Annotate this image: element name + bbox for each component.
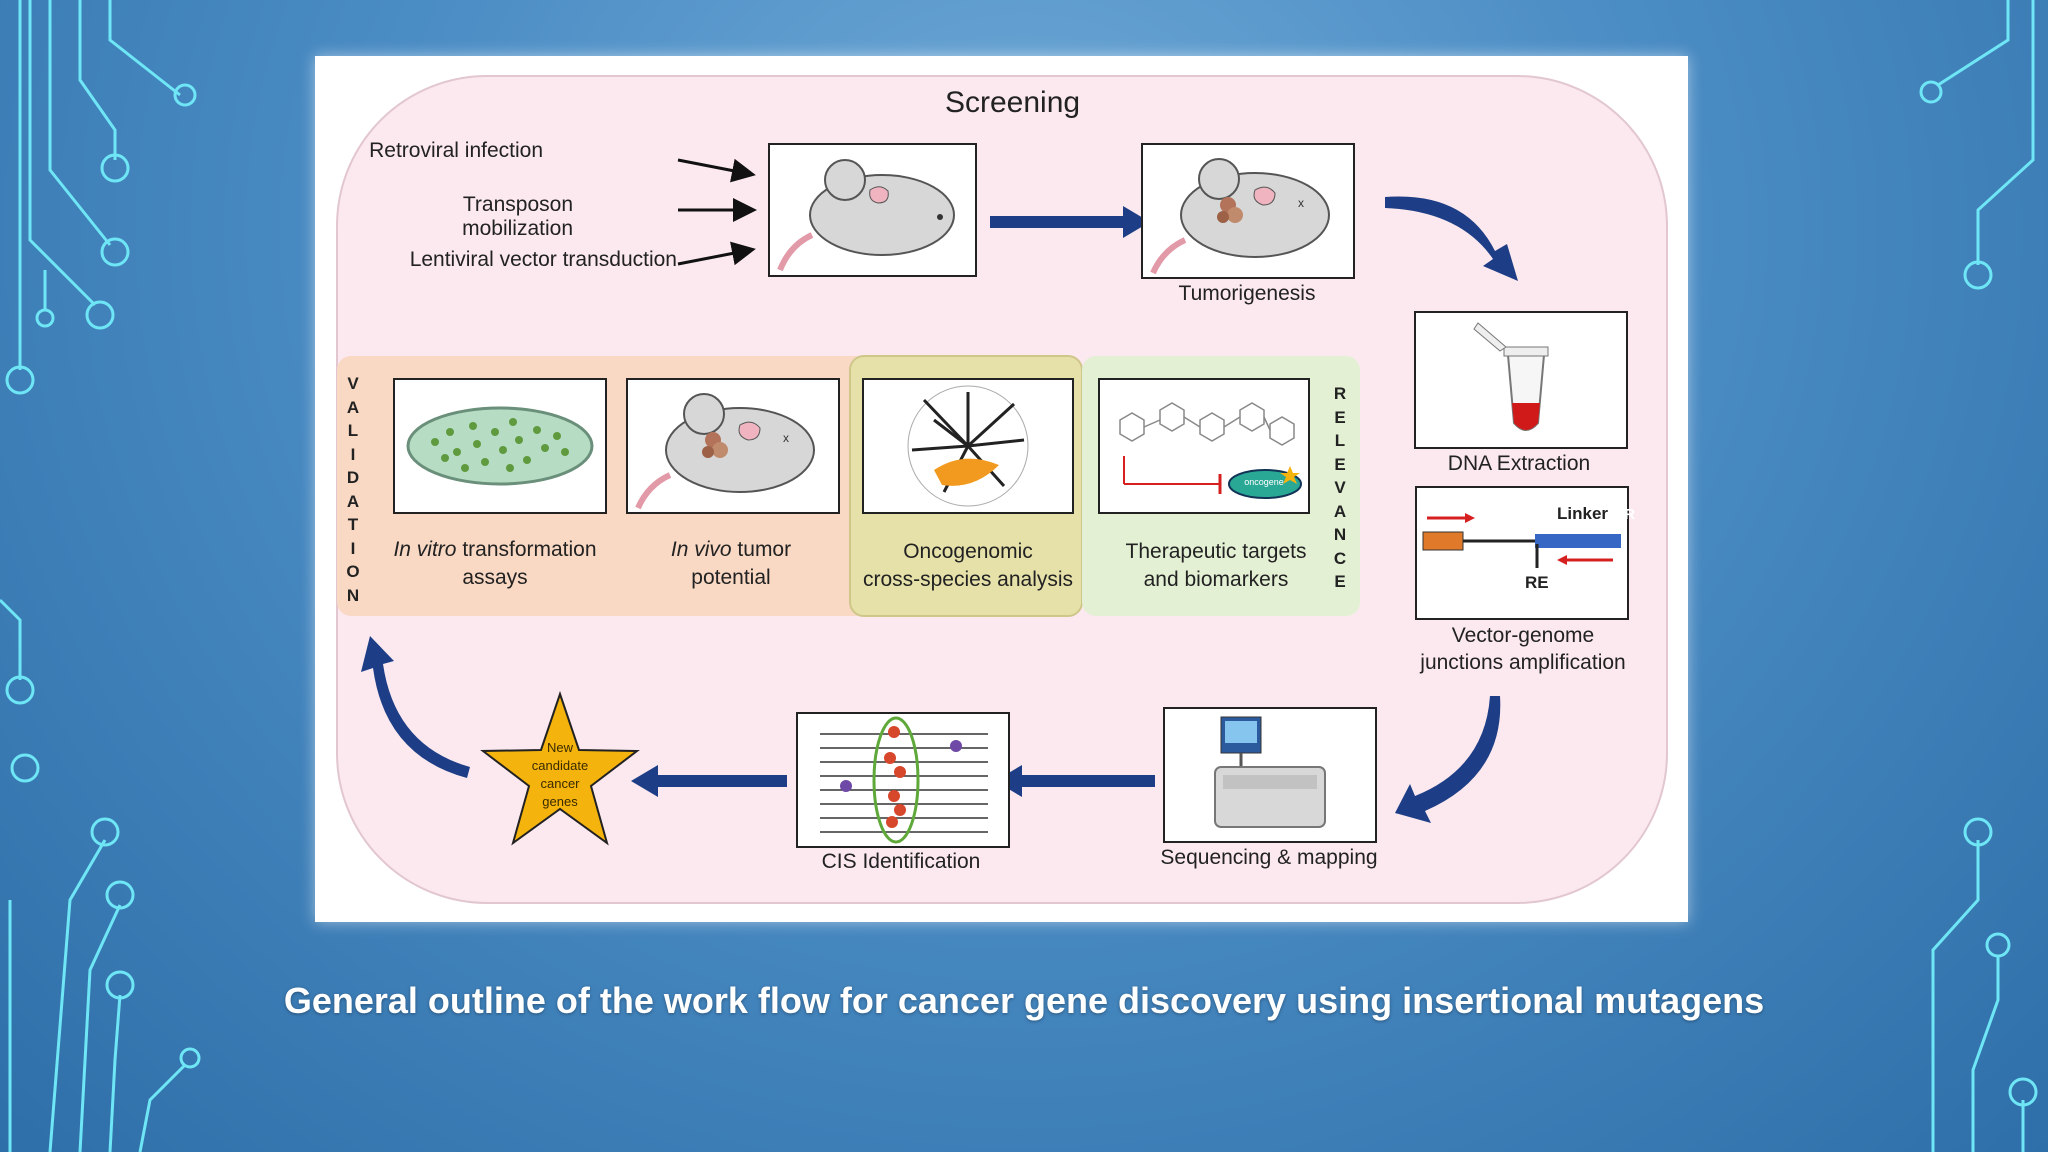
mouse-image (768, 143, 977, 277)
arrow-left (631, 765, 787, 797)
input-retroviral: Retroviral infection (369, 139, 543, 162)
cis-image (796, 712, 1010, 848)
candidate-genes-star (480, 690, 640, 846)
input-arrow (677, 241, 756, 266)
in-vivo-label: In vivo tumor potential (670, 538, 792, 589)
junctions-label-line1: Vector-genome (1451, 624, 1595, 647)
slide-caption: General outline of the work flow for can… (283, 980, 1765, 1021)
arrow-curve-up (361, 636, 470, 778)
svg-text:x: x (783, 431, 789, 445)
junctions-label-line2: junctions amplification (1420, 651, 1626, 674)
sequencing-label: Sequencing & mapping (1160, 846, 1378, 869)
cis-label: CIS Identification (821, 850, 981, 873)
circuit-decoration-left (0, 0, 201, 1152)
svg-text:x: x (1298, 196, 1304, 210)
arrow-curve-down (1385, 196, 1518, 281)
re-label: RE (1525, 573, 1549, 592)
in-vitro-label: In vitro transformation assays (393, 538, 597, 589)
input-transposon: Transposon mobilization (462, 193, 573, 240)
dna-extraction-label: DNA Extraction (1447, 452, 1591, 475)
screening-title: Screening (945, 86, 1081, 119)
tumor-mouse-image: x (1141, 143, 1355, 279)
arrow-left (995, 765, 1155, 797)
junctions-image (1415, 486, 1629, 620)
arrow-curve-down-left (1395, 696, 1501, 823)
input-lentiviral: Lentiviral vector transduction (409, 248, 677, 271)
junctions-label: Vector-genome junctions amplification (1395, 622, 1651, 676)
ltr-label: 3' LTR (1591, 506, 1636, 523)
petri-dish-image (393, 378, 607, 514)
circuit-decoration-right (1919, 0, 2038, 1152)
in-vivo-mouse-image: x (626, 378, 840, 514)
therapeutic-label: Therapeutic targets and biomarkers (1125, 540, 1307, 591)
diagram-figure: Screening Retroviral infection Transposo… (315, 56, 1688, 922)
arrow-right (990, 206, 1150, 238)
linker-label: Linker (1557, 504, 1609, 523)
input-arrow (677, 158, 756, 183)
therapeutic-image (1098, 378, 1310, 514)
tumorigenesis-label: Tumorigenesis (1178, 282, 1316, 305)
oncogenomic-image (862, 378, 1074, 514)
dna-extraction-image (1414, 311, 1628, 449)
oncogene-tag: oncogene (1244, 477, 1284, 487)
sequencer-image (1163, 707, 1377, 843)
oncogenomic-label: Oncogenomic cross-species analysis (862, 540, 1074, 591)
